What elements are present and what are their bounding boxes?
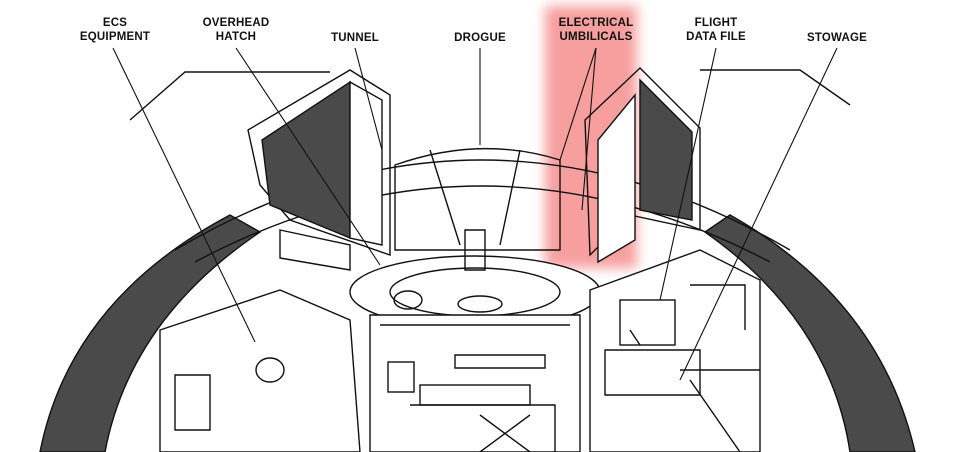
ecs-leader — [112, 47, 256, 343]
label-overhead-hatch: OVERHEAD HATCH — [202, 17, 270, 43]
label-drogue: DROGUE — [454, 32, 506, 44]
flight-data-file-leader — [659, 47, 717, 301]
right-hatch-panel — [584, 67, 701, 257]
tunnel-wall — [394, 147, 561, 251]
center-console — [369, 314, 581, 452]
label-flight-data-file: FLIGHT DATA FILE — [686, 17, 746, 43]
left-hatch-panel — [247, 69, 391, 256]
label-tunnel: TUNNEL — [331, 32, 379, 44]
label-electrical-umbilicals: ELECTRICAL UMBILICALS — [558, 17, 634, 43]
ecs-equipment-bay — [159, 289, 361, 452]
overhead-hatch-leader — [235, 47, 381, 266]
label-stowage: STOWAGE — [807, 32, 867, 44]
left-bulkhead-arc — [39, 214, 262, 452]
dome-arc — [174, 159, 791, 251]
stowage-bay — [589, 249, 761, 452]
stowage-leader — [679, 47, 838, 381]
ceiling-outline — [129, 71, 330, 121]
tunnel-leader — [354, 47, 383, 151]
right-bulkhead-arc — [703, 214, 916, 452]
umbilicals-leader-2 — [581, 47, 597, 211]
label-ecs-equipment: ECS EQUIPMENT — [79, 17, 151, 43]
umbilicals-leader-1 — [559, 47, 597, 161]
